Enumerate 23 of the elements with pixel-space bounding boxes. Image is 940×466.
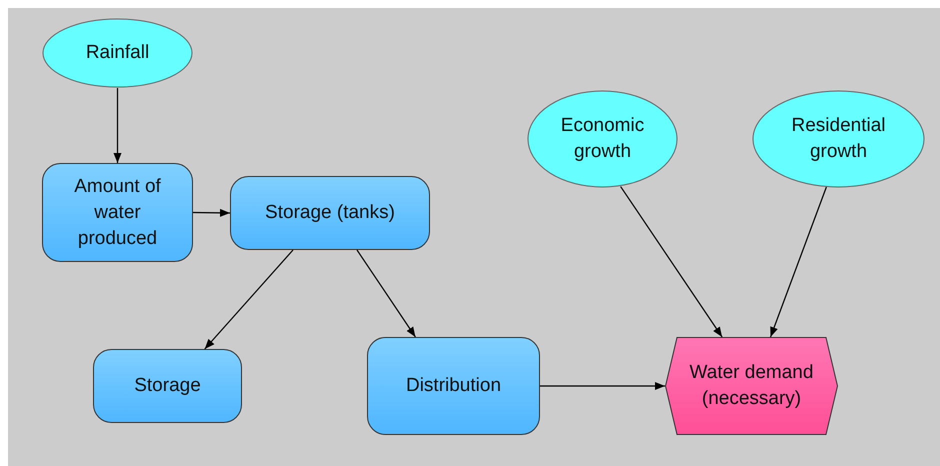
node-label: Storage	[134, 374, 201, 398]
process-box	[42, 163, 193, 262]
node-label: Rainfall	[86, 41, 150, 65]
input-ellipse	[527, 90, 678, 188]
input-ellipse	[752, 90, 925, 188]
arrow	[204, 250, 294, 350]
node-label: Amount of water produced	[73, 174, 162, 250]
arrow	[114, 88, 122, 163]
node-label: Distribution	[406, 374, 502, 398]
arrow	[540, 382, 665, 390]
input-ellipse	[42, 18, 193, 88]
process-box	[230, 176, 430, 250]
node-label: Water demand (necessary)	[688, 361, 814, 411]
node-label: Economic growth	[560, 114, 646, 164]
node-label: Residential growth	[790, 114, 886, 164]
process-box	[367, 337, 540, 435]
process-box	[93, 349, 242, 423]
output-hexagon	[665, 337, 838, 435]
arrow	[770, 186, 827, 338]
arrow	[356, 250, 416, 338]
node-label: Storage (tanks)	[265, 201, 395, 225]
arrow	[620, 186, 723, 338]
arrow	[193, 208, 230, 217]
